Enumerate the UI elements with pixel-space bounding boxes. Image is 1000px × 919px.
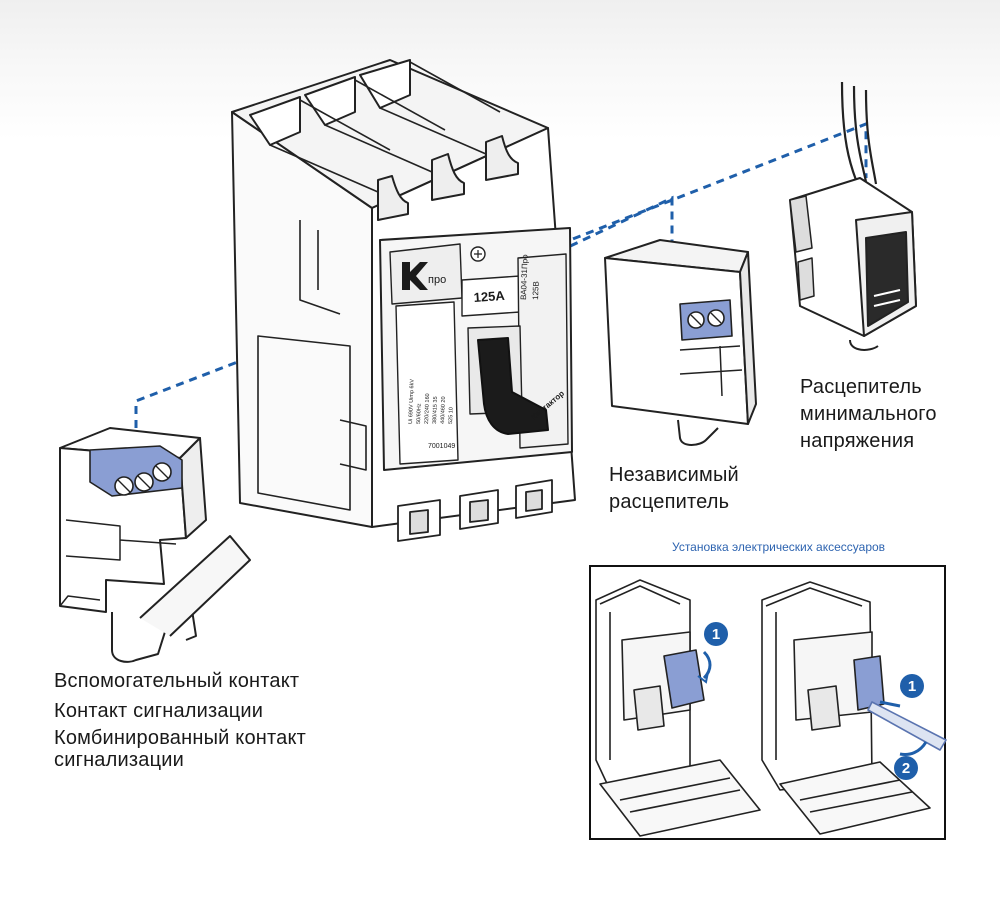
screw-terminal-icon [114, 462, 172, 496]
step-marker-2: 2 [902, 760, 910, 777]
install-title: Установка электрических аксессуаров [672, 540, 886, 554]
uv-wires [840, 81, 878, 185]
spec-line-4: 440/460 20 [440, 396, 447, 424]
install-left-accessory [663, 649, 705, 709]
bottom-terminals [397, 479, 553, 542]
side-details [257, 220, 367, 511]
breaker-serial: 7001049 [428, 443, 455, 450]
toggle-handle [477, 337, 549, 435]
label-line: Расцепитель [800, 376, 922, 398]
install-right-accessory [853, 655, 885, 711]
screwdriver-icon [867, 701, 947, 751]
install-breaker-left [595, 579, 761, 837]
label-line: расцепитель [609, 491, 730, 513]
aux-contact [59, 427, 251, 663]
undervoltage-release [789, 81, 917, 351]
connector-undervoltage-release [559, 121, 868, 246]
step-badge-icon [704, 622, 924, 780]
label-independent-release: Независимый расцепитель [609, 462, 739, 516]
shunt-foot [677, 419, 719, 446]
label-line: сигнализации [54, 749, 184, 771]
label-line: Комбинированный контакт [54, 727, 307, 749]
label-line: напряжения [800, 430, 915, 452]
circuit-breaker [231, 59, 576, 542]
breaker-model: ВА04-31Про [519, 254, 530, 300]
connector-independent-release [544, 195, 674, 260]
top-ribs [269, 61, 501, 193]
breaker-rating: 125A [473, 288, 506, 305]
shunt-screw-icon [687, 309, 725, 329]
shunt-side [739, 251, 757, 425]
shunt-front [604, 257, 749, 425]
uv-dark-face [865, 231, 909, 327]
breaker-model-sub: 125В [531, 281, 541, 300]
aux-side [179, 437, 207, 539]
brand-logo-icon [402, 262, 428, 290]
spec-line-2: 220/240 160 [424, 393, 431, 424]
breaker-brand-text: про [428, 274, 446, 286]
label-undervoltage-release: Расцепитель минимального напряжения [800, 374, 937, 455]
label-line: Контакт сигнализации [54, 700, 264, 722]
label-line: минимального [800, 403, 937, 425]
top-terminals [249, 59, 519, 221]
rotate-arrow-icon [697, 650, 928, 756]
step-marker-1: 1 [712, 626, 720, 643]
step-marker-1b: 1 [908, 678, 916, 695]
spec-line-5: 525 10 [448, 407, 455, 424]
aux-terminal-block [89, 445, 183, 497]
spec-plate [395, 301, 459, 465]
label-aux-contacts: Вспомогательный контакт Контакт сигнализ… [54, 666, 306, 770]
spec-line-1: 50/60Hz [416, 403, 423, 424]
shunt-release [604, 239, 757, 446]
spec-line-3: 380/415 35 [432, 396, 439, 424]
install-breaker-right [761, 581, 947, 835]
brand-plate [389, 243, 463, 305]
label-line: Независимый [609, 464, 739, 486]
spec-line-0: Ui 690V Uimp 6kV [408, 379, 416, 424]
label-line: Вспомогательный контакт [54, 670, 300, 692]
